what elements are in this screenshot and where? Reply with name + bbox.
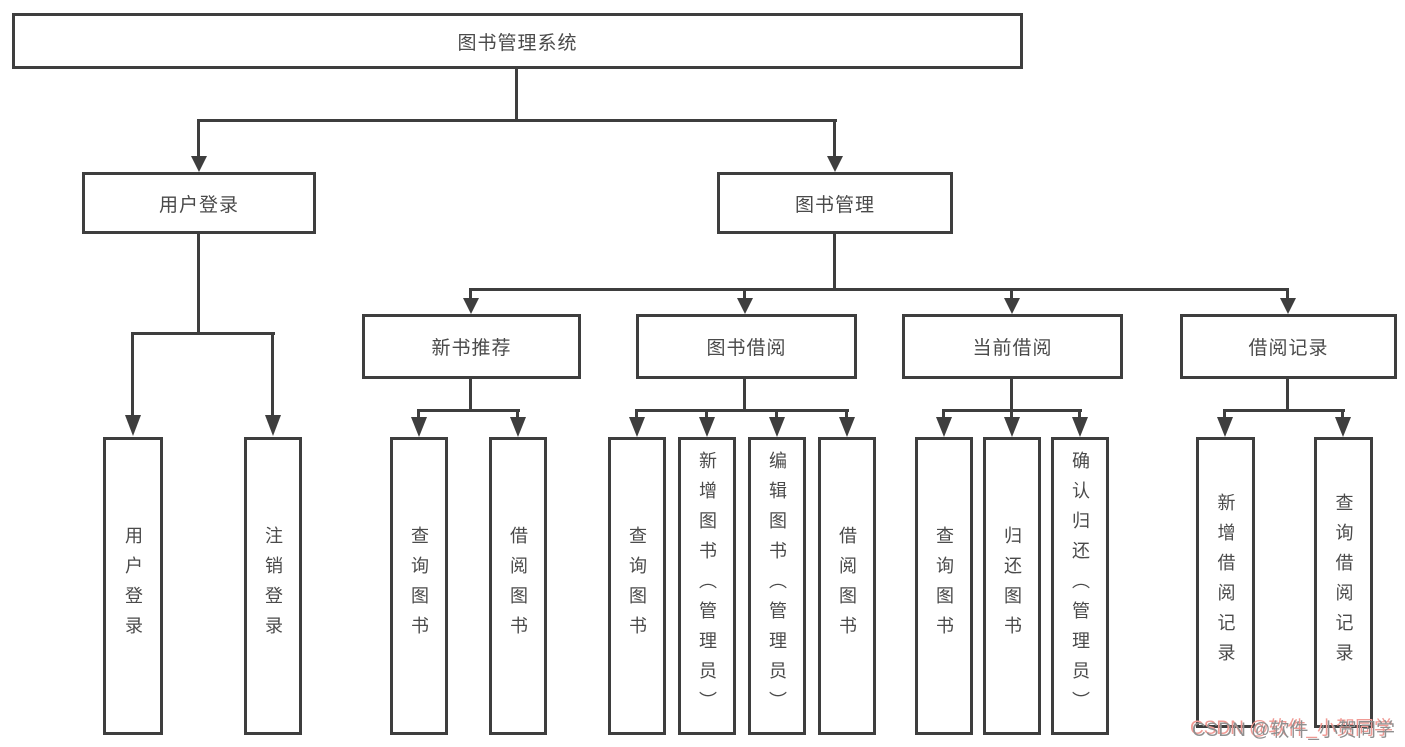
connector-arrowhead — [839, 417, 855, 437]
node-label: 图书管理 — [794, 194, 875, 216]
connector-line — [469, 379, 472, 411]
node-label: 编辑图书（管理员） — [767, 451, 787, 721]
connector-line — [775, 409, 778, 419]
node-leaf-query-book-current: 查询图书 — [915, 437, 973, 735]
connector-line — [417, 409, 520, 412]
node-leaf-query-borrow-record: 查询借阅记录 — [1314, 437, 1373, 728]
node-label: 用户登录 — [123, 526, 143, 646]
node-new-book-recommend: 新书推荐 — [362, 314, 581, 379]
connector-line — [516, 409, 519, 419]
connector-arrowhead — [510, 417, 526, 437]
connector-line — [197, 234, 200, 334]
connector-arrowhead — [936, 417, 952, 437]
node-label: 新增图书（管理员） — [697, 451, 717, 721]
connector-line — [1010, 409, 1013, 419]
node-label: 借阅图书 — [508, 526, 528, 646]
node-label: 查询借阅记录 — [1333, 492, 1354, 673]
node-borrow-record: 借阅记录 — [1180, 314, 1397, 379]
node-label: 归还图书 — [1002, 526, 1022, 646]
node-user-login: 用户登录 — [82, 172, 316, 234]
connector-line — [271, 332, 274, 415]
connector-arrowhead — [191, 156, 207, 172]
connector-line — [417, 409, 420, 419]
node-label: 查询图书 — [934, 526, 954, 646]
connector-line — [469, 288, 472, 300]
node-leaf-query-book-recommend: 查询图书 — [390, 437, 448, 735]
connector-line — [942, 409, 945, 419]
connector-line — [197, 119, 200, 159]
connector-line — [1286, 288, 1289, 300]
connector-arrowhead — [629, 417, 645, 437]
node-label: 图书管理系统 — [457, 32, 578, 54]
connector-line — [833, 234, 836, 290]
connector-arrowhead — [699, 417, 715, 437]
node-library-system: 图书管理系统 — [12, 13, 1023, 69]
node-label: 新增借阅记录 — [1215, 492, 1236, 673]
node-label: 当前借阅 — [972, 338, 1053, 359]
node-label: 新书推荐 — [431, 338, 512, 359]
node-current-borrow: 当前借阅 — [902, 314, 1123, 379]
node-book-borrow: 图书借阅 — [636, 314, 857, 379]
connector-arrowhead — [737, 298, 753, 314]
node-label: 借阅图书 — [837, 526, 857, 646]
connector-arrowhead — [1280, 298, 1296, 314]
node-leaf-add-book-admin: 新增图书（管理员） — [678, 437, 736, 735]
connector-line — [131, 332, 275, 335]
node-label: 确认归还（管理员） — [1070, 451, 1090, 721]
connector-line — [1078, 409, 1081, 419]
node-label: 用户登录 — [158, 194, 239, 216]
node-leaf-edit-book-admin: 编辑图书（管理员） — [748, 437, 806, 735]
connector-arrowhead — [1335, 417, 1351, 437]
watermark-text: CSDN @软件_小贺同学 — [1192, 720, 1395, 741]
connector-line — [635, 409, 638, 419]
node-leaf-confirm-return-admin: 确认归还（管理员） — [1051, 437, 1109, 735]
connector-arrowhead — [463, 298, 479, 314]
connector-line — [1010, 288, 1013, 300]
connector-arrowhead — [769, 417, 785, 437]
connector-arrowhead — [125, 415, 141, 436]
connector-line — [131, 332, 134, 415]
connector-line — [705, 409, 708, 419]
node-book-management: 图书管理 — [717, 172, 953, 234]
node-leaf-add-borrow-record: 新增借阅记录 — [1196, 437, 1255, 728]
connector-arrowhead — [265, 415, 281, 436]
connector-line — [1341, 409, 1344, 419]
connector-arrowhead — [1004, 298, 1020, 314]
connector-line — [1223, 409, 1345, 412]
node-leaf-borrow-book: 借阅图书 — [818, 437, 876, 735]
connector-line — [833, 119, 836, 159]
connector-line — [469, 288, 1289, 291]
connector-line — [743, 288, 746, 300]
node-leaf-query-book-borrow: 查询图书 — [608, 437, 666, 735]
watermark-text-shadow: CSDN @软件_小贺同学 — [1190, 718, 1393, 739]
node-label: 图书借阅 — [706, 338, 787, 359]
connector-arrowhead — [1004, 417, 1020, 437]
connector-line — [515, 69, 518, 120]
connector-line — [743, 379, 746, 411]
watermark: CSDN @软件_小贺同学 CSDN @软件_小贺同学 — [1190, 715, 1404, 743]
connector-line — [1286, 379, 1289, 411]
node-leaf-logout: 注销登录 — [244, 437, 302, 735]
connector-arrowhead — [411, 417, 427, 437]
node-label: 查询图书 — [627, 526, 647, 646]
node-leaf-borrow-book-recommend: 借阅图书 — [489, 437, 547, 735]
connector-arrowhead — [1072, 417, 1088, 437]
connector-line — [635, 409, 849, 412]
connector-line — [845, 409, 848, 419]
node-label: 借阅记录 — [1248, 338, 1329, 359]
node-leaf-return-book: 归还图书 — [983, 437, 1041, 735]
connector-line — [1010, 379, 1013, 411]
node-label: 查询图书 — [409, 526, 429, 646]
connector-arrowhead — [1217, 417, 1233, 437]
connector-line — [197, 119, 837, 122]
connector-line — [1223, 409, 1226, 419]
connector-arrowhead — [827, 156, 843, 172]
node-label: 注销登录 — [263, 526, 283, 646]
node-leaf-user-login: 用户登录 — [103, 437, 163, 735]
